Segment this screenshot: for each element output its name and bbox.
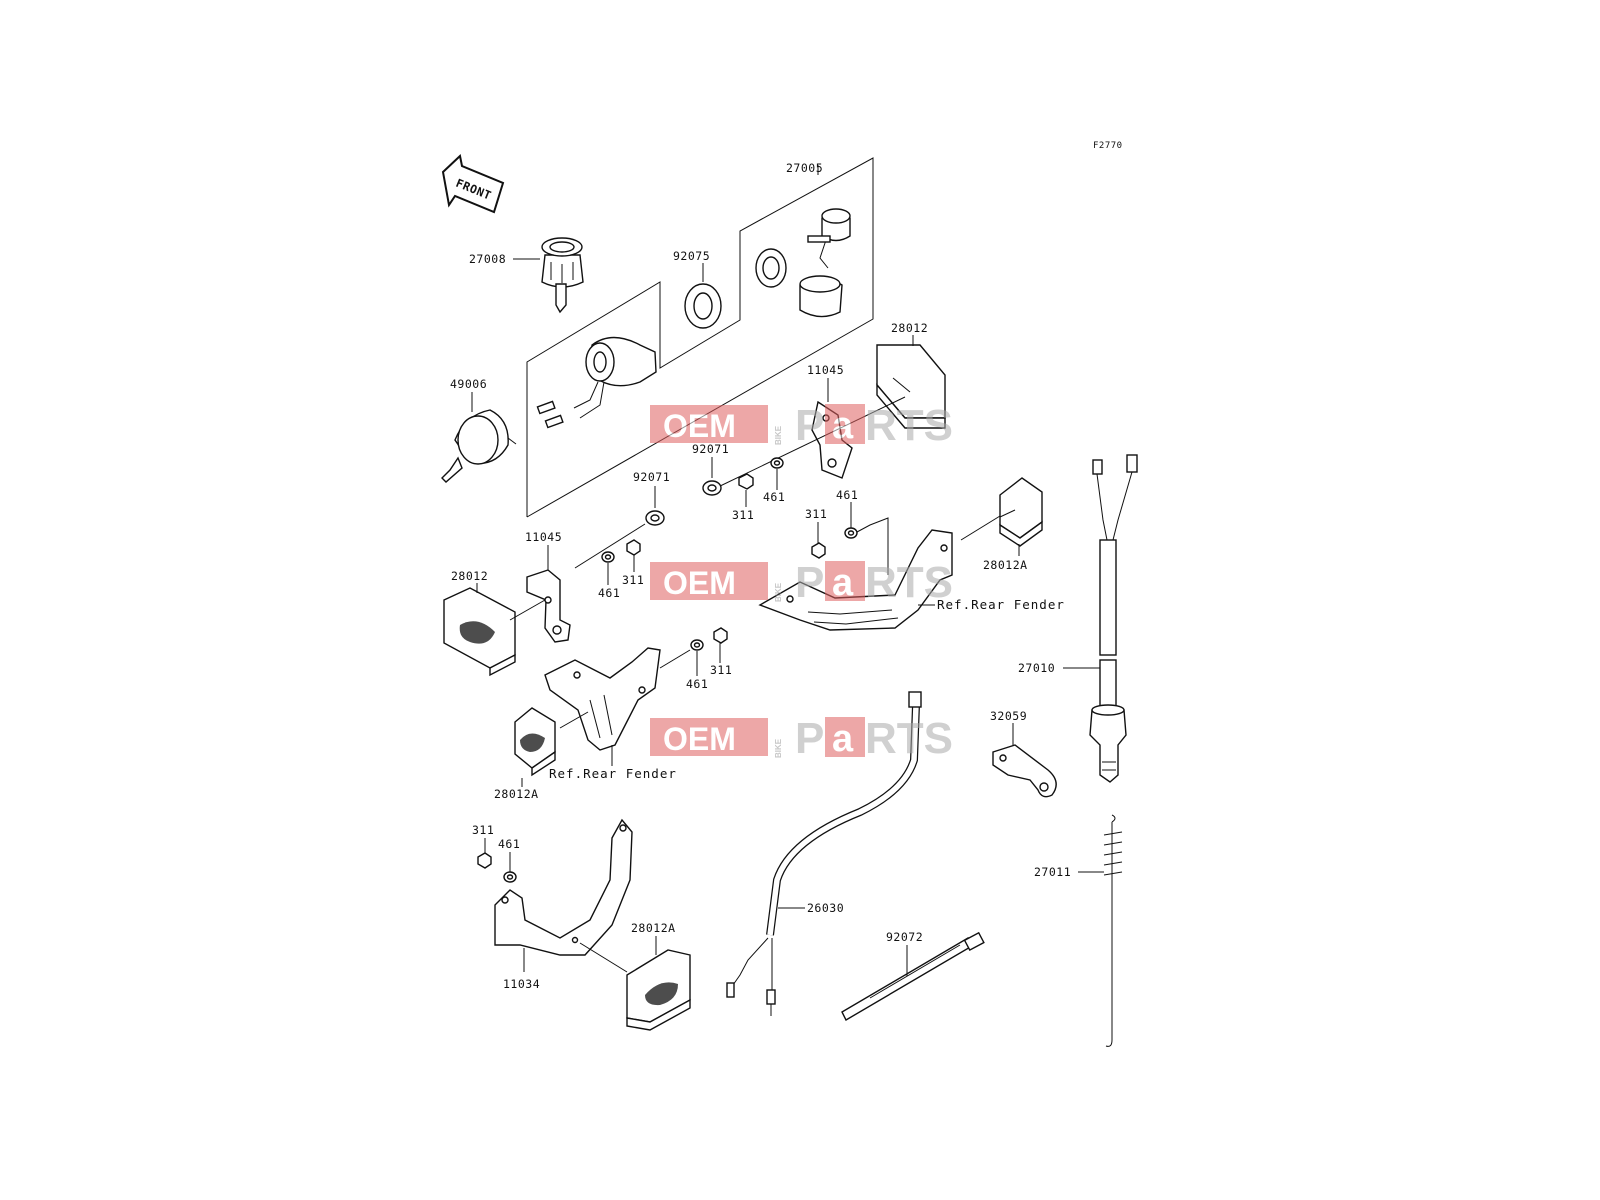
ignition-knob-27008: [541, 237, 584, 314]
label-27010: 27010: [1018, 661, 1055, 675]
spring-rod-27011: [1103, 814, 1123, 1047]
label-28012A-top: 28012A: [983, 558, 1028, 572]
svg-text:BIKE: BIKE: [774, 738, 783, 758]
svg-text:a: a: [832, 718, 854, 760]
svg-text:BIKE: BIKE: [774, 425, 783, 445]
label-27008: 27008: [469, 252, 506, 266]
kit-outline-27005: [526, 157, 874, 518]
label-92072: 92072: [886, 930, 923, 944]
svg-text:RTS: RTS: [865, 558, 953, 607]
grommet-92071-mid: [645, 510, 665, 526]
label-461-d: 461: [686, 677, 708, 691]
label-27011: 27011: [1034, 865, 1071, 879]
reflector-28012-left: [443, 587, 516, 677]
nut-311-e: [477, 852, 492, 869]
label-32059: 32059: [990, 709, 1027, 723]
svg-text:OEM: OEM: [663, 565, 736, 601]
label-461-c: 461: [598, 586, 620, 600]
rear-fender-bracket-left: [544, 647, 661, 751]
label-92071-mid: 92071: [633, 470, 670, 484]
nut-311-b: [811, 542, 826, 559]
watermark-2: OEM BIKE P a RTS: [650, 558, 953, 607]
watermark-3: OEM BIKE P a RTS: [650, 714, 953, 763]
svg-text:P: P: [795, 401, 824, 450]
washer-461-a: [770, 457, 784, 469]
label-11045-top: 11045: [807, 363, 844, 377]
svg-text:RTS: RTS: [865, 714, 953, 763]
ref-rear-fender-left: Ref.Rear Fender: [549, 766, 677, 781]
ref-rear-fender-right: Ref.Rear Fender: [937, 597, 1065, 612]
wiring-harness-26030: [726, 691, 922, 1016]
reflector-28012A-top: [999, 477, 1043, 547]
label-461-a: 461: [763, 490, 785, 504]
label-92071-top: 92071: [692, 442, 729, 456]
label-28012-left: 28012: [451, 569, 488, 583]
washer-461-b: [844, 527, 858, 539]
svg-text:OEM: OEM: [663, 408, 736, 444]
label-92075: 92075: [673, 249, 710, 263]
svg-text:P: P: [795, 558, 824, 607]
label-461-e: 461: [498, 837, 520, 851]
label-11034: 11034: [503, 977, 540, 991]
svg-text:a: a: [832, 562, 854, 604]
label-311-a: 311: [732, 508, 754, 522]
front-arrow-icon: FRONT: [441, 154, 505, 214]
svg-text:P: P: [795, 714, 824, 763]
seal-92075: [684, 283, 722, 329]
label-311-c: 311: [622, 573, 644, 587]
cable-tie-92072: [841, 931, 985, 1021]
buzzer-49006: [441, 409, 517, 483]
reflector-28012A-mid: [514, 707, 556, 777]
label-11045-left: 11045: [525, 530, 562, 544]
label-311-b: 311: [805, 507, 827, 521]
watermark-1: OEM BIKE P a RTS: [650, 401, 953, 450]
svg-text:BIKE: BIKE: [774, 582, 783, 602]
switch-27010: [1089, 454, 1138, 783]
diagram-code: F2770: [1093, 141, 1123, 151]
bracket-11034: [494, 818, 633, 956]
svg-text:a: a: [832, 405, 854, 447]
label-26030: 26030: [807, 901, 844, 915]
label-49006: 49006: [450, 377, 487, 391]
label-28012A-bottom: 28012A: [631, 921, 676, 935]
washer-461-d: [690, 639, 704, 651]
label-311-e: 311: [472, 823, 494, 837]
washer-461-e: [503, 871, 517, 883]
nut-311-c: [626, 539, 641, 556]
label-27005: 27005: [786, 161, 823, 175]
reflector-28012-top: [876, 344, 946, 429]
reflector-28012A-bottom: [626, 949, 691, 1031]
svg-text:RTS: RTS: [865, 401, 953, 450]
switch-parts-27005: [755, 208, 851, 318]
svg-text:OEM: OEM: [663, 721, 736, 757]
grommet-92071-top: [702, 480, 722, 496]
label-461-b: 461: [836, 488, 858, 502]
washer-461-c: [601, 551, 615, 563]
bracket-11045-left: [526, 569, 571, 643]
label-311-d: 311: [710, 663, 732, 677]
label-28012A-mid: 28012A: [494, 787, 539, 801]
nut-311-d: [713, 627, 728, 644]
nut-311-a: [738, 473, 754, 490]
ignition-switch-body: [536, 336, 657, 429]
label-28012-top: 28012: [891, 321, 928, 335]
clamp-32059: [992, 744, 1057, 798]
